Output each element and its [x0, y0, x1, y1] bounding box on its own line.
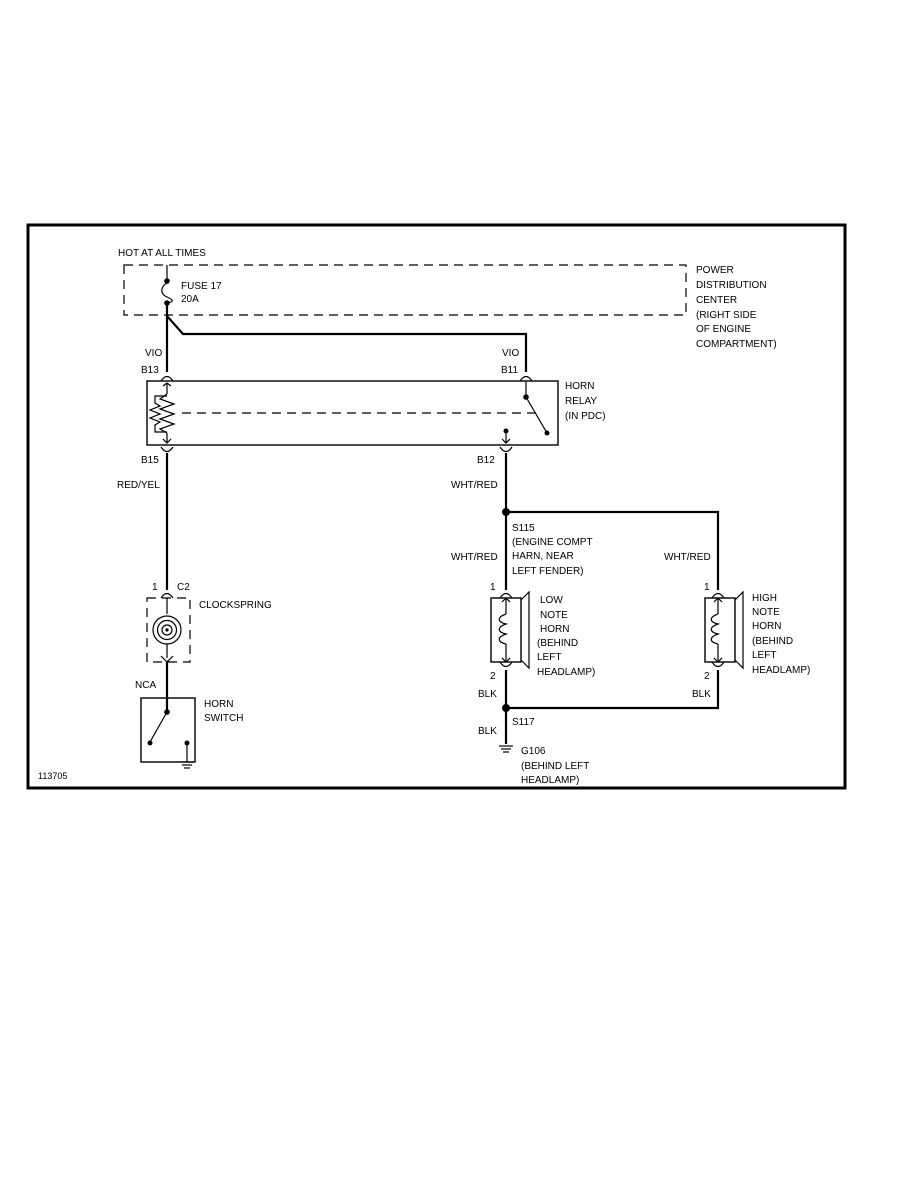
wire-color-wht-red: WHT/RED	[664, 552, 711, 563]
clockspring-box	[146, 597, 191, 663]
hot-at-all-times-label: HOT AT ALL TIMES	[118, 248, 206, 259]
vio-wire	[165, 304, 528, 372]
horn-relay-box	[146, 380, 559, 446]
relay-coil-symbol	[148, 382, 176, 444]
relay-pin-b13: B13	[141, 365, 159, 376]
wire-color-blk: BLK	[478, 689, 497, 700]
low-horn-label-line: LEFT	[537, 652, 561, 663]
horn-switch-box	[140, 697, 196, 763]
power-distribution-center-box	[123, 264, 687, 316]
high-horn-symbol	[704, 590, 744, 670]
horn-switch-icon	[147, 709, 190, 762]
figure-id: 113705	[38, 771, 67, 781]
clockspring-label: CLOCKSPRING	[199, 600, 272, 611]
splice-s117-dot	[502, 704, 510, 712]
splice-s115-label-line: LEFT FENDER)	[512, 566, 584, 577]
pdc-label: POWER DISTRIBUTION CENTER (RIGHT SIDE OF…	[696, 265, 777, 350]
pdc-label-line: OF ENGINE	[696, 324, 751, 335]
low-horn-symbol	[490, 590, 530, 670]
clockspring-icon	[152, 598, 182, 663]
pdc-label-line: COMPARTMENT)	[696, 339, 777, 350]
low-horn-label-line: HORN	[540, 624, 569, 635]
clockspring-terminal	[160, 592, 174, 599]
horn-switch-label-line: SWITCH	[204, 713, 243, 724]
wire-color-vio-right: VIO	[502, 348, 519, 359]
clockspring-connector: C2	[177, 582, 190, 593]
splice-s115-label-line: (ENGINE COMPT	[512, 537, 593, 548]
splice-s115-label-line: HARN, NEAR	[512, 551, 574, 562]
low-horn-pin1: 1	[490, 582, 496, 593]
low-horn-label-line: NOTE	[540, 610, 568, 621]
ground-label-line: HEADLAMP)	[521, 775, 579, 786]
horn-switch-label-line: HORN	[204, 699, 233, 710]
ground-g106-icon	[499, 745, 513, 753]
wire-color-blk: BLK	[692, 689, 711, 700]
s115-to-high-horn-wire	[506, 510, 720, 590]
high-horn-label-line: HORN	[752, 621, 781, 632]
high-horn-pin1: 1	[704, 582, 710, 593]
wire-color-nca: NCA	[135, 680, 156, 691]
high-horn-label-line: LEFT	[752, 650, 776, 661]
wire-color-wht-red: WHT/RED	[451, 552, 498, 563]
relay-pin-b15: B15	[141, 455, 159, 466]
wire-color-blk: BLK	[478, 726, 497, 737]
relay-label-line: RELAY	[565, 396, 597, 407]
high-horn-label-line: HIGH	[752, 593, 777, 604]
fuse-rating-label: 20A	[181, 294, 199, 305]
high-horn-ground-wire	[506, 670, 720, 710]
relay-pin-b12: B12	[477, 455, 495, 466]
relay-label-line: (IN PDC)	[565, 411, 606, 422]
pdc-label-line: CENTER	[696, 295, 737, 306]
fuse-17-symbol	[161, 265, 173, 306]
pdc-label-line: DISTRIBUTION	[696, 280, 767, 291]
ground-label-line: (BEHIND LEFT	[521, 761, 589, 772]
pdc-label-line: (RIGHT SIDE	[696, 310, 757, 321]
splice-s117-id: S117	[512, 717, 535, 728]
low-horn-label-line: HEADLAMP)	[537, 667, 595, 678]
relay-pin-b11: B11	[501, 365, 518, 376]
horn-switch-ground-icon	[180, 761, 194, 769]
high-horn-label-line: NOTE	[752, 607, 780, 618]
pdc-label-line: POWER	[696, 265, 734, 276]
low-horn-label-line: (BEHIND	[537, 638, 578, 649]
splice-s115-id: S115	[512, 523, 535, 534]
fuse-name-label: FUSE 17	[181, 281, 222, 292]
relay-label-line: HORN	[565, 381, 594, 392]
high-horn-pin2: 2	[704, 671, 710, 682]
low-horn-pin2: 2	[490, 671, 496, 682]
high-horn-label-line: HEADLAMP)	[752, 665, 810, 676]
wire-color-red-yel: RED/YEL	[117, 480, 160, 491]
high-horn-label-line: (BEHIND	[752, 636, 793, 647]
diagram-frame	[26, 223, 847, 790]
ground-id: G106	[521, 746, 546, 757]
wire-color-vio-left: VIO	[145, 348, 162, 359]
relay-switch-symbol	[501, 381, 550, 444]
clockspring-pin: 1	[152, 582, 158, 593]
low-horn-label-line: LOW	[540, 595, 563, 606]
relay-connector-terminals	[160, 375, 533, 453]
wire-color-wht-red: WHT/RED	[451, 480, 498, 491]
